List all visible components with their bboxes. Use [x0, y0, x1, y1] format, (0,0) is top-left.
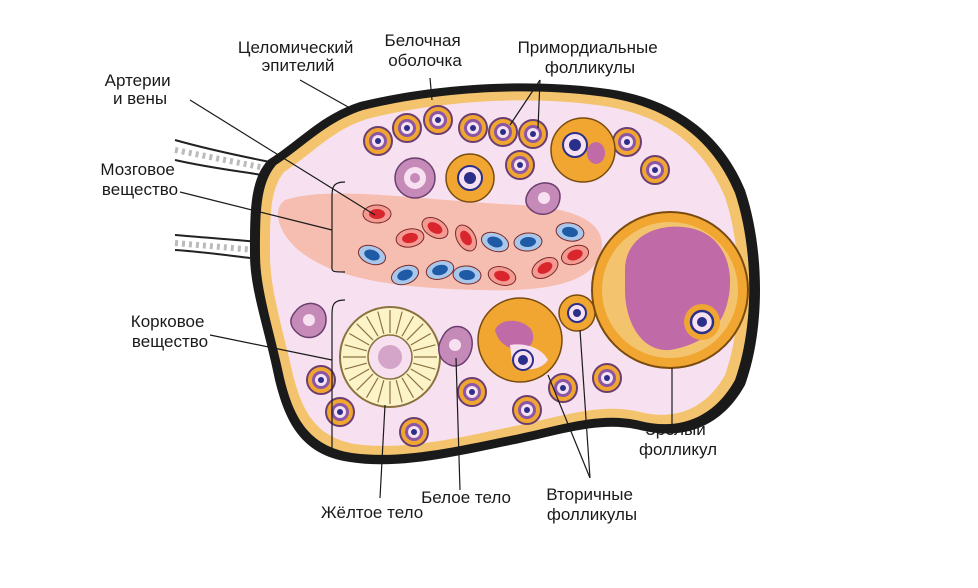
vein [513, 232, 543, 252]
primordial-follicle [399, 417, 429, 447]
vein [452, 265, 482, 285]
mature-follicle [591, 211, 749, 369]
label-corpus-luteum: Жёлтое тело [321, 503, 423, 522]
primordial-follicle [488, 117, 518, 147]
primordial-follicle [457, 377, 487, 407]
vein [390, 264, 420, 286]
corpus-luteum-shape [339, 306, 441, 408]
primordial-follicle [458, 113, 488, 143]
primordial-follicle [306, 365, 336, 395]
artery [362, 204, 392, 224]
primordial-follicle [505, 150, 535, 180]
corpus-albicans-shapes [290, 182, 561, 367]
label-arteries-veins: Артерии и вены [105, 71, 176, 108]
primordial-follicle [640, 155, 670, 185]
primordial-follicle [325, 397, 355, 427]
mesovarium [174, 139, 271, 259]
secondary-follicle-small [558, 294, 596, 332]
vessels-group [357, 204, 590, 286]
label-medulla: Мозговое вещество [100, 160, 179, 199]
primordial-follicle [518, 119, 548, 149]
artery [395, 228, 425, 248]
primordial-follicle [392, 113, 422, 143]
medulla-bracket [331, 181, 346, 273]
label-mature-follicle: Зрелый фолликул [639, 420, 717, 459]
secondary-follicle-large [477, 297, 563, 383]
label-secondary-follicles: Вторичные фолликулы [546, 485, 637, 524]
vein [425, 260, 455, 280]
growing-follicles [394, 117, 616, 203]
medulla-band [277, 193, 602, 291]
vein [480, 231, 510, 253]
label-coelomic-epithelium: Целомический эпителий [238, 38, 358, 75]
vein [555, 222, 585, 242]
primordial-follicle [612, 127, 642, 157]
vein [357, 244, 387, 266]
leader-lines [179, 77, 673, 499]
artery [560, 244, 590, 266]
primordial-follicle [592, 363, 622, 393]
primordial-follicles-group [306, 105, 670, 447]
artery [455, 224, 477, 252]
cortex-bracket [331, 299, 346, 457]
label-corpus-albicans: Белое тело [421, 488, 511, 507]
label-primordial-follicles: Примордиальные фолликулы [518, 38, 663, 77]
primordial-follicle [363, 126, 393, 156]
artery [487, 266, 517, 286]
primordial-follicle [423, 105, 453, 135]
label-tunica-albuginea: Белочная оболочка [385, 31, 466, 70]
artery [421, 217, 449, 239]
label-cortex: Корковое вещество [131, 312, 209, 351]
primordial-follicle [512, 395, 542, 425]
artery [531, 257, 559, 279]
